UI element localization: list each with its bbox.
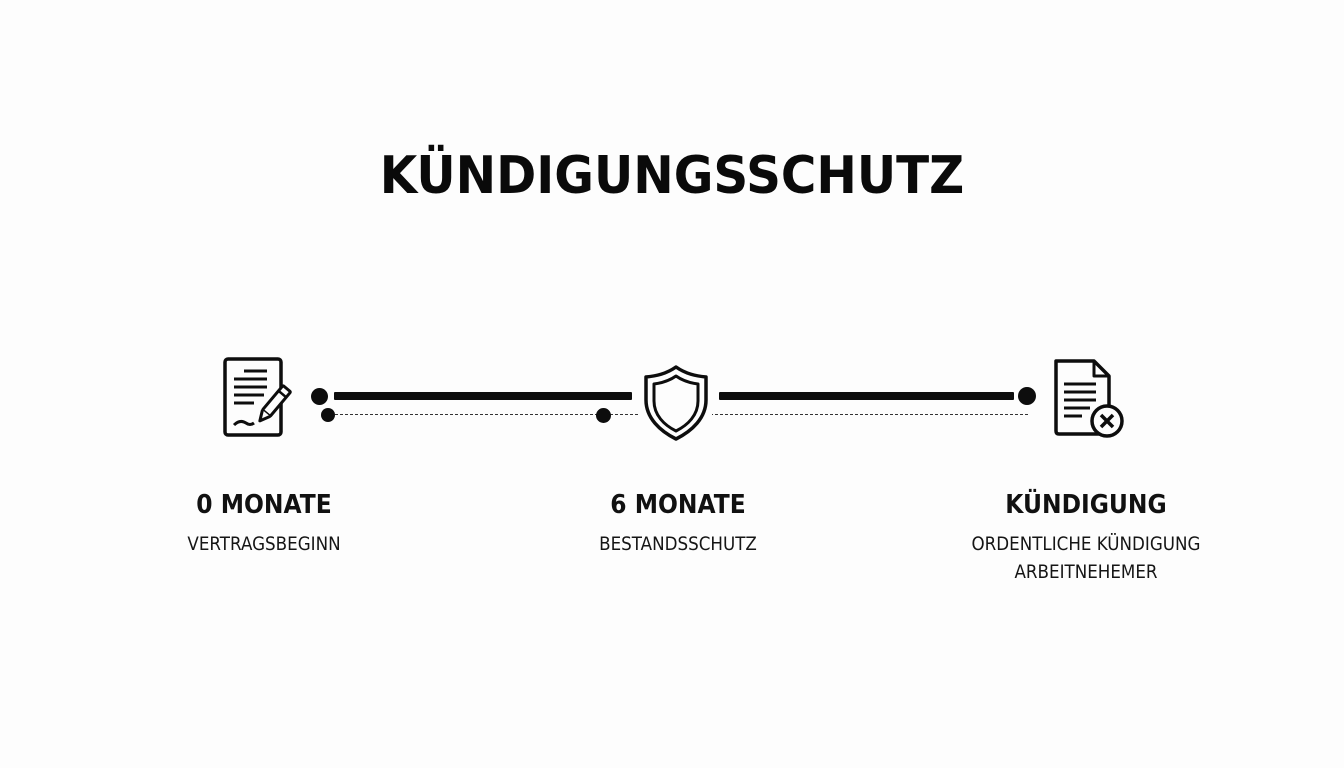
milestone-protection: 6 MONATE BESTANDSSCHUTZ: [578, 490, 778, 558]
document-cancel-icon: [1052, 357, 1128, 441]
contract-sign-icon: [222, 356, 298, 440]
timeline-bar-right: [719, 392, 1014, 400]
milestone-start-heading: 0 MONATE: [196, 490, 332, 520]
milestone-protection-subtitle: BESTANDSSCHUTZ: [599, 533, 757, 555]
timeline-bar-left: [334, 392, 632, 400]
timeline-dashed-mid-dot: [596, 408, 611, 423]
milestone-termination-heading: KÜNDIGUNG: [1005, 490, 1167, 520]
timeline-start-dot: [311, 388, 328, 405]
milestone-start: 0 MONATE VERTRAGSBEGINN: [164, 490, 364, 558]
milestone-termination-subtitle-line-1: ORDENTLICHE KÜNDIGUNG: [971, 533, 1201, 555]
timeline-dashed-start-dot: [321, 408, 335, 422]
milestone-start-subtitle: VERTRAGSBEGINN: [187, 533, 341, 555]
shield-icon: [640, 364, 712, 442]
milestone-termination-subtitle: ORDENTLICHE KÜNDIGUNG ARBEITNEHEMER: [954, 530, 1218, 586]
milestone-termination: KÜNDIGUNG ORDENTLICHE KÜNDIGUNG ARBEITNE…: [936, 490, 1236, 586]
milestone-protection-heading: 6 MONATE: [610, 490, 746, 520]
milestone-termination-subtitle-line-2: ARBEITNEHEMER: [1014, 561, 1158, 583]
diagram-title: KÜNDIGUNGSSCHUTZ: [379, 146, 965, 206]
timeline-end-dot: [1018, 387, 1036, 405]
